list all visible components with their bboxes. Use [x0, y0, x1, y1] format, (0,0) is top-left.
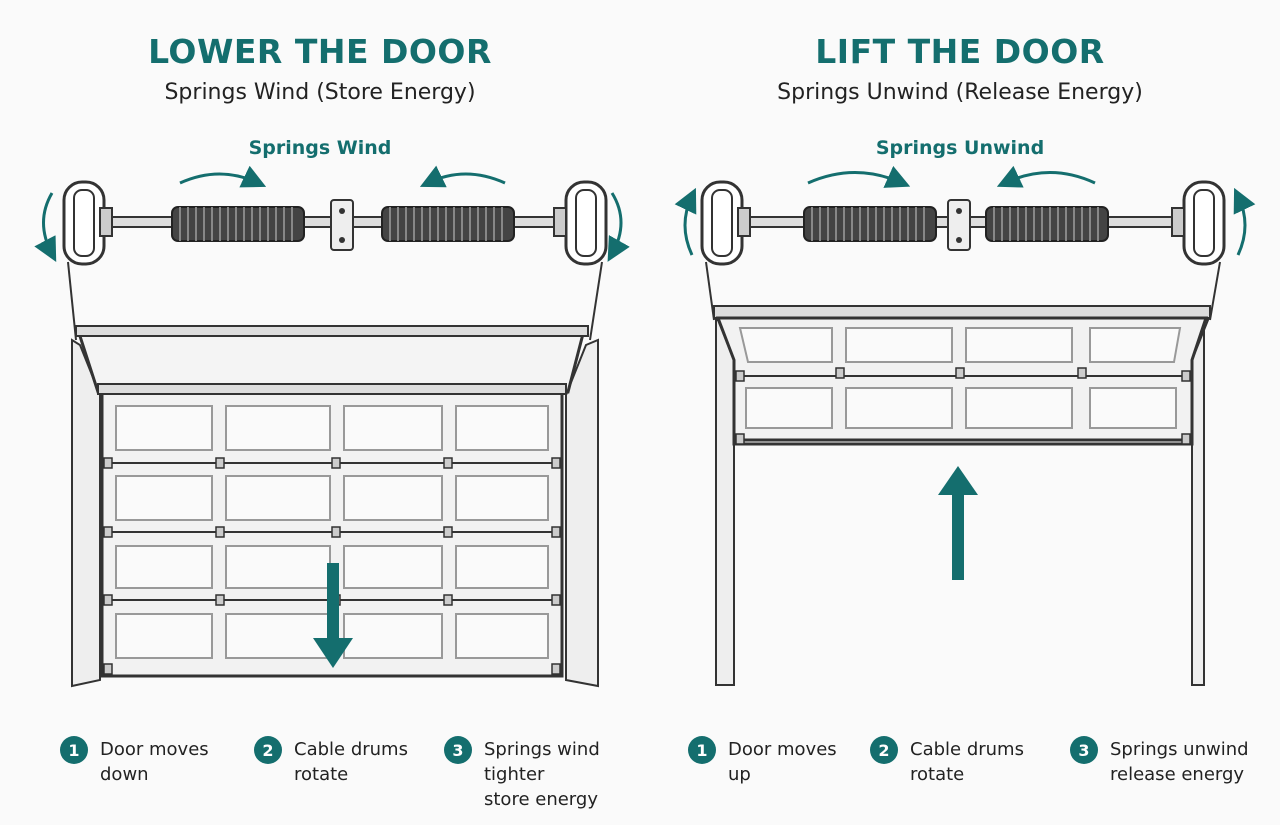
- lift-door-diagram: [674, 165, 1256, 686]
- lower-step-1: 1 Door moves down: [60, 736, 209, 787]
- torsion-spring-right: [985, 206, 1109, 242]
- lower-door-panel: LOWER THE DOOR Springs Wind (Store Energ…: [34, 32, 640, 812]
- raised-door-body: [715, 316, 1209, 446]
- step-text-line1: Springs wind tighter: [484, 739, 600, 785]
- step-number-badge: 3: [1070, 736, 1098, 764]
- step-text-line2: release energy: [1110, 764, 1245, 785]
- drum-rotate-arrow-right: [1233, 187, 1256, 256]
- lift-step-3: 3 Springs unwind release energy: [1070, 736, 1249, 787]
- step-text-line2: rotate: [294, 764, 349, 785]
- center-bearing-bracket: [330, 199, 354, 251]
- track-right: [1191, 319, 1210, 686]
- step-text-line1: Springs unwind: [1110, 739, 1249, 760]
- door-hinges: [735, 367, 1191, 445]
- step-number-badge: 2: [254, 736, 282, 764]
- wind-arrow-left: [179, 165, 267, 188]
- step-number-badge: 1: [688, 736, 716, 764]
- step-number-badge: 2: [870, 736, 898, 764]
- torsion-spring-left: [803, 206, 937, 242]
- lower-step-2: 2 Cable drums rotate: [254, 736, 408, 787]
- lift-cable-left: [67, 261, 77, 341]
- door-panels: [738, 327, 1182, 429]
- lower-door-subtitle: Springs Wind (Store Energy): [164, 80, 476, 105]
- drum-rotate-arrow-left: [674, 187, 697, 256]
- step-number-badge: 3: [444, 736, 472, 764]
- track-right: [565, 338, 599, 688]
- drum-rotate-arrow-right: [607, 192, 630, 262]
- lift-door-title: LIFT THE DOOR: [815, 32, 1105, 71]
- lift-step-1: 1 Door moves up: [688, 736, 837, 787]
- track-left: [715, 319, 735, 686]
- step-text-line2: up: [728, 764, 751, 785]
- lower-door-title: LOWER THE DOOR: [148, 32, 492, 71]
- cable-drum-right: [1171, 180, 1226, 266]
- wind-arrow-right: [419, 165, 506, 188]
- step-text-line2: store energy: [484, 789, 598, 810]
- cable-drum-right: [553, 180, 608, 266]
- center-bearing-bracket: [947, 199, 971, 251]
- door-up-arrow: [938, 466, 978, 580]
- springs-unwind-label: Springs Unwind: [875, 137, 1045, 159]
- unwind-arrow-left: [807, 165, 911, 188]
- cable-drum-left: [62, 180, 113, 266]
- lift-step-2: 2 Cable drums rotate: [870, 736, 1024, 787]
- lift-cable-right: [589, 261, 603, 341]
- step-text-line1: Door moves: [100, 739, 209, 760]
- step-text-line1: Cable drums: [294, 739, 408, 760]
- springs-wind-label: Springs Wind: [248, 137, 392, 159]
- unwind-arrow-right: [996, 165, 1096, 188]
- lower-door-diagram: [34, 165, 630, 688]
- top-transition-panel: [75, 328, 586, 394]
- cable-drum-left: [700, 180, 751, 266]
- track-left: [71, 338, 101, 688]
- step-text-line2: rotate: [910, 764, 965, 785]
- door-down-arrow: [313, 563, 353, 668]
- torsion-spring-right: [381, 206, 515, 242]
- torsion-spring-left: [171, 206, 305, 242]
- lower-step-3: 3 Springs wind tighter store energy: [444, 736, 640, 812]
- drum-rotate-arrow-left: [34, 192, 57, 262]
- door-panels: [115, 405, 549, 659]
- lift-door-panel: LIFT THE DOOR Springs Unwind (Release En…: [640, 0, 1280, 825]
- step-text-line1: Door moves: [728, 739, 837, 760]
- lift-cable-right: [1209, 261, 1221, 321]
- step-text-line2: down: [100, 764, 149, 785]
- step-text-line1: Cable drums: [910, 739, 1024, 760]
- step-number-badge: 1: [60, 736, 88, 764]
- lift-door-subtitle: Springs Unwind (Release Energy): [777, 80, 1143, 105]
- lift-cable-left: [705, 261, 715, 321]
